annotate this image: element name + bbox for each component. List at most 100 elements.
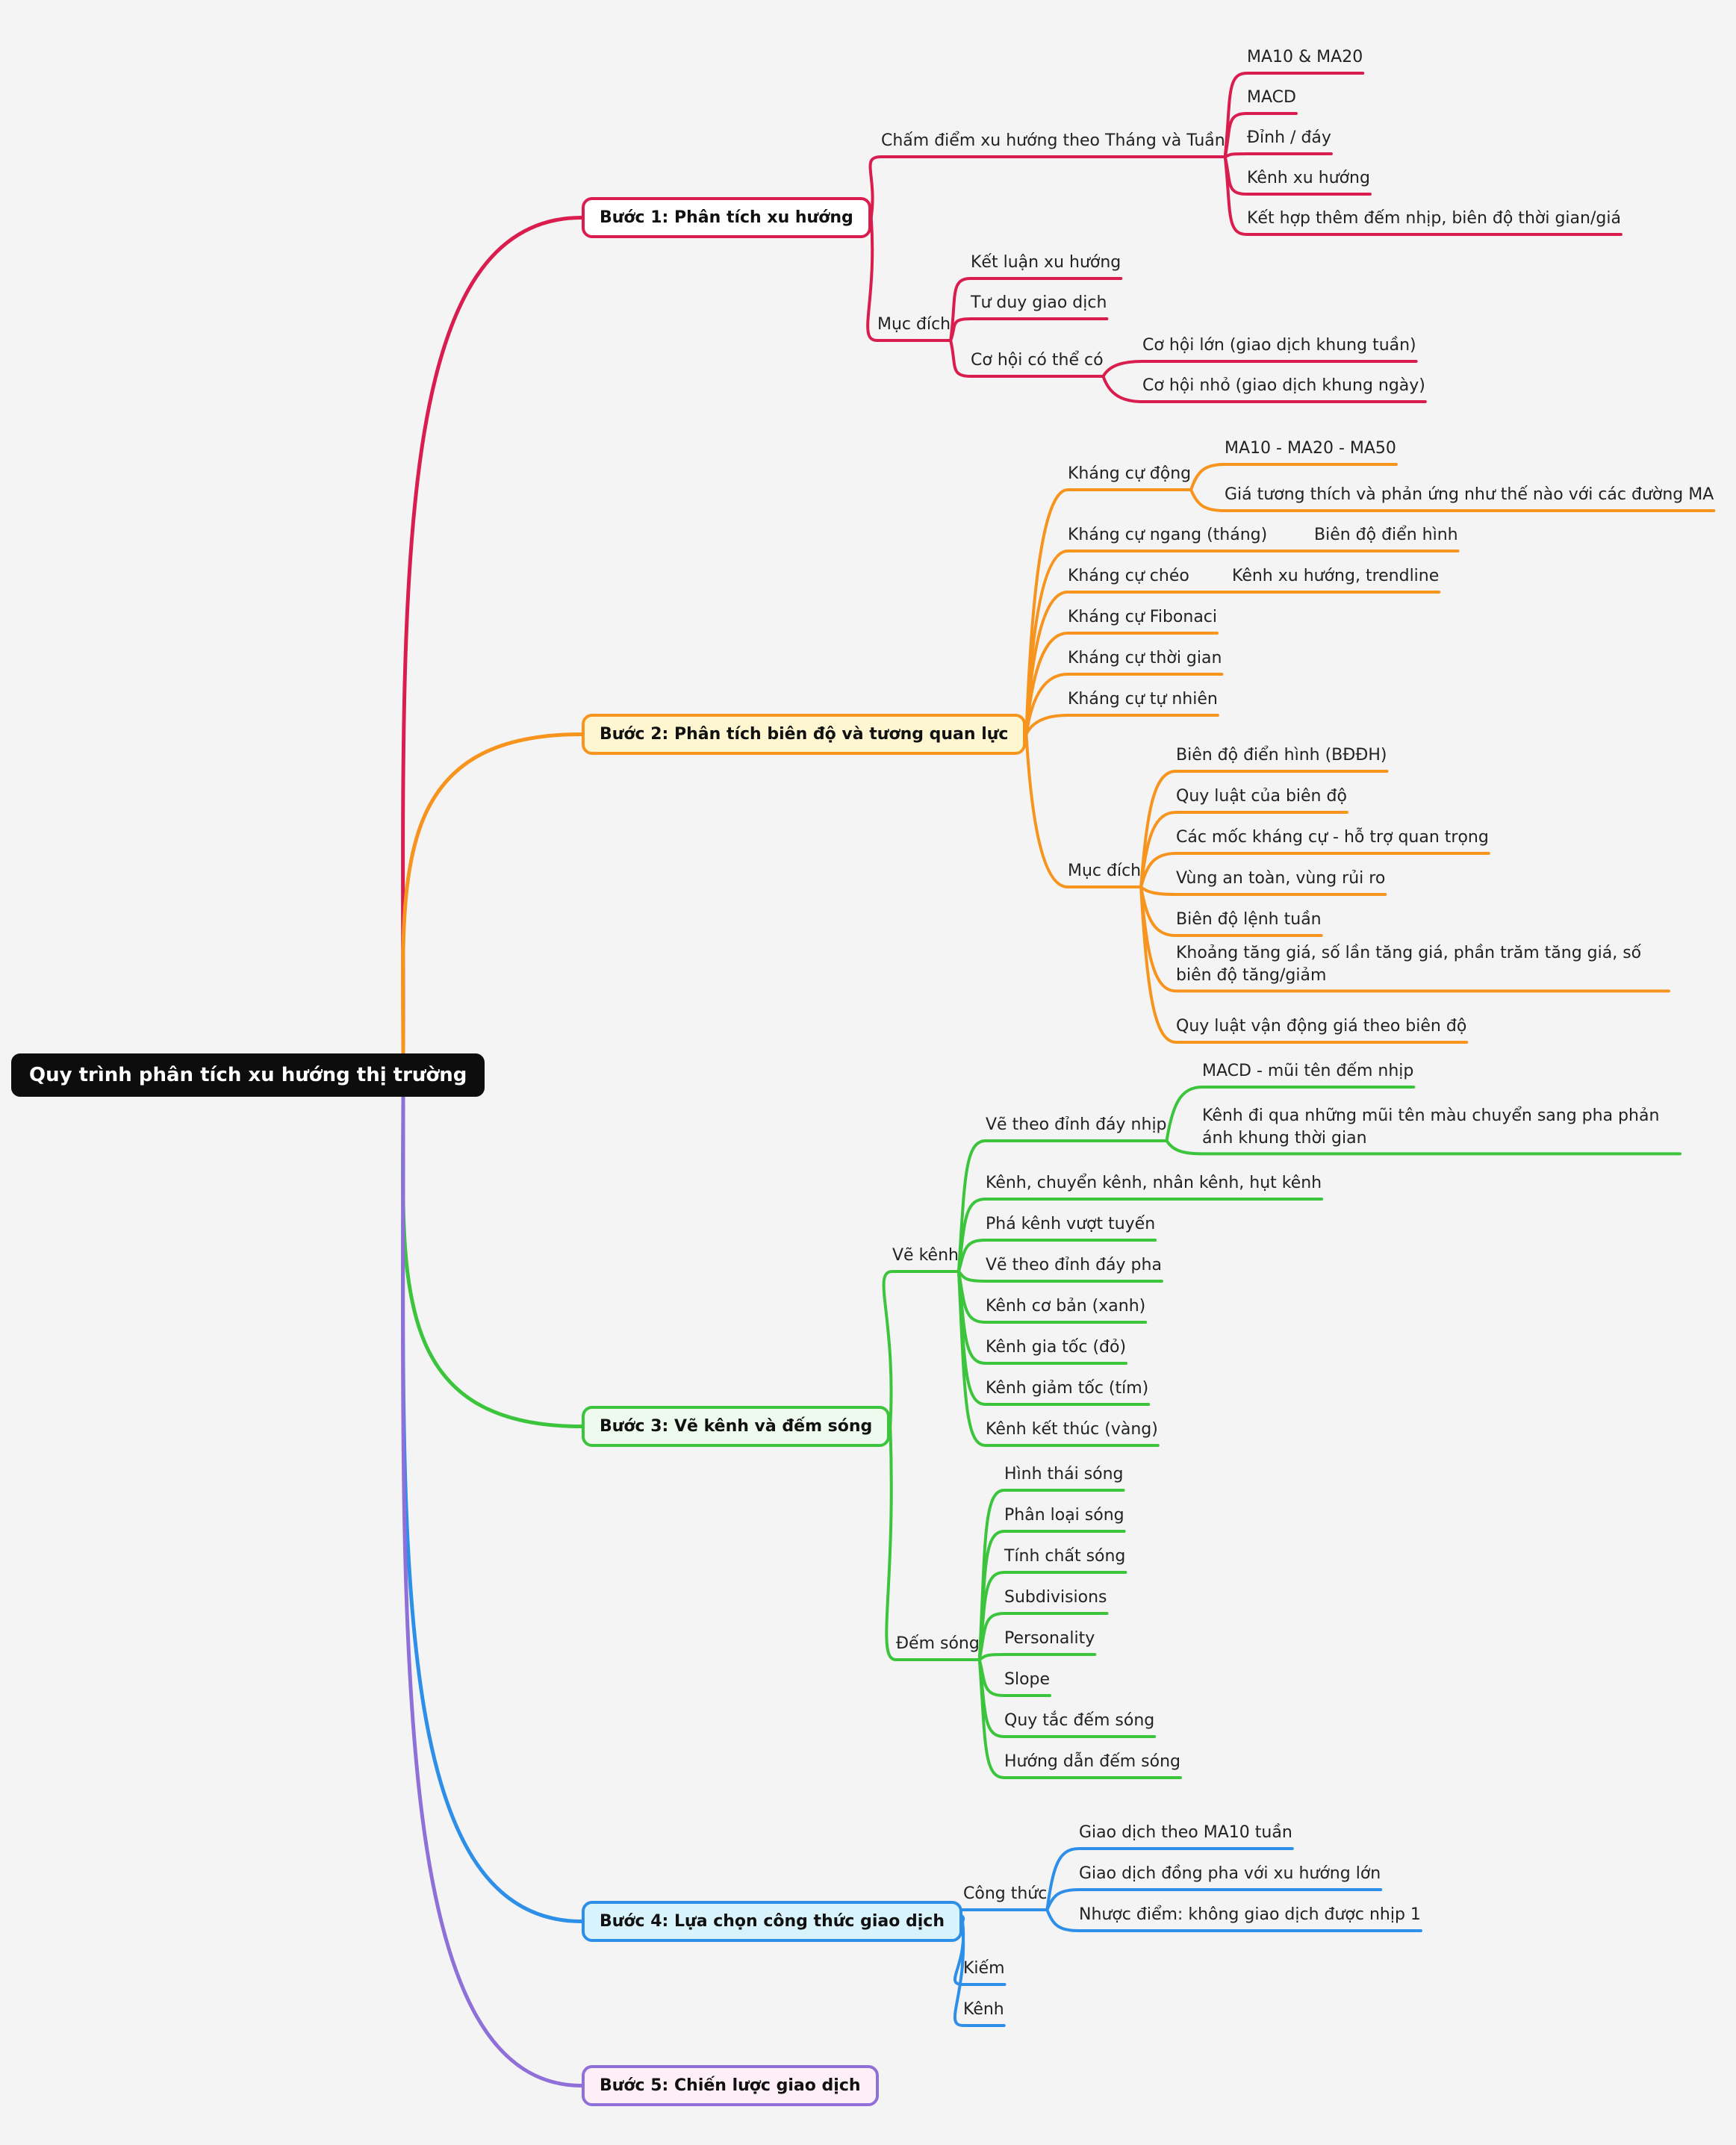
node-kiem[interactable]: Kiếm (963, 1959, 1005, 1979)
connector-root-to-buoc-3 (401, 1093, 584, 1428)
node-kenh-xu-huong-trendline[interactable]: Kênh xu hướng, trendline (1232, 567, 1440, 586)
connector-buoc-1-to-muc-dich-1 (866, 216, 953, 342)
node-kenh-co-ban[interactable]: Kênh cơ bản (xanh) (986, 1297, 1146, 1316)
connector-buoc-3-to-dem-song (885, 1425, 981, 1661)
connector-co-hoi-co-the-co-to-co-hoi-lon (1101, 360, 1418, 378)
node-tinh-chat-song[interactable]: Tính chất sóng (1004, 1547, 1126, 1566)
connector-ve-kenh-to-ve-theo-dinh-day-nhip (956, 1139, 1169, 1273)
node-muc-dich-1[interactable]: Mục đích (877, 315, 951, 334)
node-vung-an-toan[interactable]: Vùng an toàn, vùng rủi ro (1176, 869, 1386, 888)
node-bien-do-dien-hinh-bddh[interactable]: Biên độ điển hình (BĐĐH) (1176, 746, 1387, 765)
connector-cong-thuc-to-gd-theo-ma10-tuan (1045, 1847, 1294, 1911)
connector-ve-kenh-to-kenh-ket-thuc (956, 1270, 1160, 1447)
connector-khang-cu-dong-to-gia-tuong-thich (1189, 488, 1716, 512)
connector-dem-song-to-personality (977, 1653, 1097, 1661)
node-cong-thuc[interactable]: Công thức (963, 1884, 1048, 1904)
node-slope[interactable]: Slope (1004, 1670, 1051, 1690)
node-ma10-ma20-ma50[interactable]: MA10 - MA20 - MA50 (1225, 439, 1396, 458)
connector-muc-dich-2-to-quy-luat-cua-bien-do (1139, 811, 1348, 888)
node-ket-hop-dem-nhip[interactable]: Kết hợp thêm đếm nhịp, biên độ thời gian… (1247, 209, 1621, 228)
connector-cong-thuc-to-gd-dong-pha (1045, 1888, 1383, 1911)
node-khang-cu-dong[interactable]: Kháng cự động (1068, 464, 1192, 484)
connector-co-hoi-co-the-co-to-co-hoi-nho (1101, 375, 1427, 403)
node-quy-luat-van-dong-gia[interactable]: Quy luật vận động giá theo biên độ (1176, 1017, 1467, 1036)
connector-buoc-2-to-muc-dich-2 (1024, 732, 1143, 888)
node-ket-luan-xu-huong[interactable]: Kết luận xu hướng (971, 253, 1121, 273)
node-bien-do-dien-hinh[interactable]: Biên độ điển hình (1314, 526, 1458, 545)
node-ma10-ma20[interactable]: MA10 & MA20 (1247, 48, 1363, 67)
connector-buoc-3-to-ve-kenh (882, 1270, 960, 1428)
node-quy-luat-cua-bien-do[interactable]: Quy luật của biên độ (1176, 787, 1347, 806)
node-ve-kenh[interactable]: Vẽ kênh (892, 1246, 959, 1265)
connector-root-to-buoc-4 (401, 1093, 584, 1923)
node-co-hoi-co-the-co[interactable]: Cơ hội có thể có (971, 351, 1104, 370)
connector-ve-theo-dinh-day-nhip-to-kenh-di-qua-mui-ten (1165, 1139, 1681, 1156)
connector-muc-dich-1-to-co-hoi-co-the-co (949, 339, 1105, 378)
node-dinh-day[interactable]: Đỉnh / đáy (1247, 128, 1331, 148)
node-kenh-di-qua-mui-ten[interactable]: Kênh đi qua những mũi tên màu chuyển san… (1202, 1106, 1660, 1148)
node-cac-moc-khang-cu[interactable]: Các mốc kháng cự - hỗ trợ quan trọng (1176, 828, 1489, 847)
node-root[interactable]: Quy trình phân tích xu hướng thị trường (11, 1053, 485, 1097)
node-pha-kenh-vuot-tuyen[interactable]: Phá kênh vượt tuyến (986, 1215, 1156, 1234)
connector-muc-dich-1-to-ket-luan-xu-huong (949, 277, 1123, 342)
node-tu-duy-giao-dich[interactable]: Tư duy giao dịch (971, 293, 1107, 313)
node-ve-theo-dinh-day-nhip[interactable]: Vẽ theo đỉnh đáy nhịp (986, 1115, 1167, 1135)
node-kenh[interactable]: Kênh (963, 2000, 1004, 2020)
connector-muc-dich-2-to-cac-moc-khang-cu (1139, 852, 1490, 888)
connector-buoc-2-to-khang-cu-fibonaci (1024, 632, 1219, 736)
node-khang-cu-cheo[interactable]: Kháng cự chéo (1068, 567, 1189, 586)
node-buoc-4[interactable]: Bước 4: Lựa chọn công thức giao dịch (582, 1901, 962, 1942)
connector-buoc-4-to-kenh (953, 1920, 1006, 2027)
connector-ve-theo-dinh-day-nhip-to-macd-mui-ten-dem-nhip (1165, 1086, 1416, 1142)
node-gia-tuong-thich[interactable]: Giá tương thích và phản ứng như thế nào … (1225, 485, 1714, 505)
node-bien-do-lenh-tuan[interactable]: Biên độ lệnh tuần (1176, 910, 1322, 930)
connector-khang-cu-dong-to-ma10-ma20-ma50 (1189, 463, 1398, 491)
node-macd-mui-ten-dem-nhip[interactable]: MACD - mũi tên đếm nhịp (1202, 1062, 1414, 1081)
connector-cham-diem-xu-huong-to-macd (1223, 112, 1298, 158)
node-cham-diem-xu-huong[interactable]: Chấm điểm xu hướng theo Tháng và Tuần (881, 131, 1225, 151)
node-ve-theo-dinh-day-pha[interactable]: Vẽ theo đỉnh đáy pha (986, 1256, 1162, 1275)
node-dem-song[interactable]: Đếm sóng (896, 1634, 980, 1654)
node-kenh-ket-thuc[interactable]: Kênh kết thúc (vàng) (986, 1420, 1158, 1439)
node-buoc-2[interactable]: Bước 2: Phân tích biên độ và tương quan … (582, 714, 1027, 755)
connector-muc-dich-2-to-bien-do-dien-hinh-bddh (1139, 770, 1389, 888)
node-khang-cu-ngang[interactable]: Kháng cự ngang (tháng) (1068, 526, 1268, 545)
connector-root-to-buoc-1 (401, 216, 584, 1057)
connector-ve-kenh-to-pha-kenh-vuot-tuyen (956, 1239, 1157, 1273)
node-gd-dong-pha[interactable]: Giao dịch đồng pha với xu hướng lớn (1079, 1864, 1381, 1884)
node-quy-tac-dem-song[interactable]: Quy tắc đếm sóng (1004, 1711, 1155, 1731)
node-khang-cu-fibonaci[interactable]: Kháng cự Fibonaci (1068, 608, 1218, 627)
node-subdivisions[interactable]: Subdivisions (1004, 1588, 1107, 1607)
node-khoang-tang-gia[interactable]: Khoảng tăng giá, số lần tăng giá, phần t… (1176, 944, 1642, 985)
connector-buoc-1-to-cham-diem-xu-huong (868, 155, 1227, 220)
connector-dem-song-to-subdivisions (977, 1612, 1109, 1661)
node-kenh-chuyen-kenh[interactable]: Kênh, chuyển kênh, nhân kênh, hụt kênh (986, 1174, 1322, 1193)
node-nhuoc-diem[interactable]: Nhược điểm: không giao dịch được nhịp 1 (1079, 1905, 1421, 1925)
node-muc-dich-2[interactable]: Mục đích (1068, 862, 1142, 881)
node-buoc-3[interactable]: Bước 3: Vẽ kênh và đếm sóng (582, 1406, 891, 1447)
connector-root-to-buoc-5 (401, 1093, 584, 2088)
node-kenh-xu-huong[interactable]: Kênh xu hướng (1247, 169, 1370, 188)
node-hinh-thai-song[interactable]: Hình thái sóng (1004, 1465, 1124, 1484)
connector-buoc-4-to-cong-thuc (953, 1908, 1049, 1923)
node-buoc-5[interactable]: Bước 5: Chiến lược giao dịch (582, 2065, 879, 2106)
node-macd[interactable]: MACD (1247, 88, 1296, 108)
node-huong-dan-dem-song[interactable]: Hướng dẫn đếm sóng (1004, 1752, 1180, 1772)
node-co-hoi-lon[interactable]: Cơ hội lớn (giao dịch khung tuần) (1142, 336, 1416, 355)
connector-cham-diem-xu-huong-to-ket-hop-dem-nhip (1223, 155, 1623, 236)
node-khang-cu-thoi-gian[interactable]: Kháng cự thời gian (1068, 649, 1222, 668)
connector-dem-song-to-tinh-chat-song (977, 1571, 1127, 1661)
connector-root-to-buoc-2 (401, 732, 584, 1057)
node-personality[interactable]: Personality (1004, 1629, 1095, 1649)
node-kenh-giam-toc[interactable]: Kênh giảm tốc (tím) (986, 1379, 1149, 1398)
connector-cham-diem-xu-huong-to-dinh-day (1223, 152, 1333, 158)
node-gd-theo-ma10-tuan[interactable]: Giao dịch theo MA10 tuần (1079, 1823, 1292, 1843)
node-khang-cu-tu-nhien[interactable]: Kháng cự tự nhiên (1068, 690, 1218, 709)
node-buoc-1[interactable]: Bước 1: Phân tích xu hướng (582, 197, 871, 238)
connector-dem-song-to-huong-dan-dem-song (977, 1658, 1182, 1779)
node-phan-loai-song[interactable]: Phân loại sóng (1004, 1506, 1124, 1525)
node-kenh-gia-toc[interactable]: Kênh gia tốc (đỏ) (986, 1338, 1127, 1357)
connector-muc-dich-1-to-tu-duy-giao-dich (949, 317, 1109, 342)
node-co-hoi-nho[interactable]: Cơ hội nhỏ (giao dịch khung ngày) (1142, 376, 1425, 396)
